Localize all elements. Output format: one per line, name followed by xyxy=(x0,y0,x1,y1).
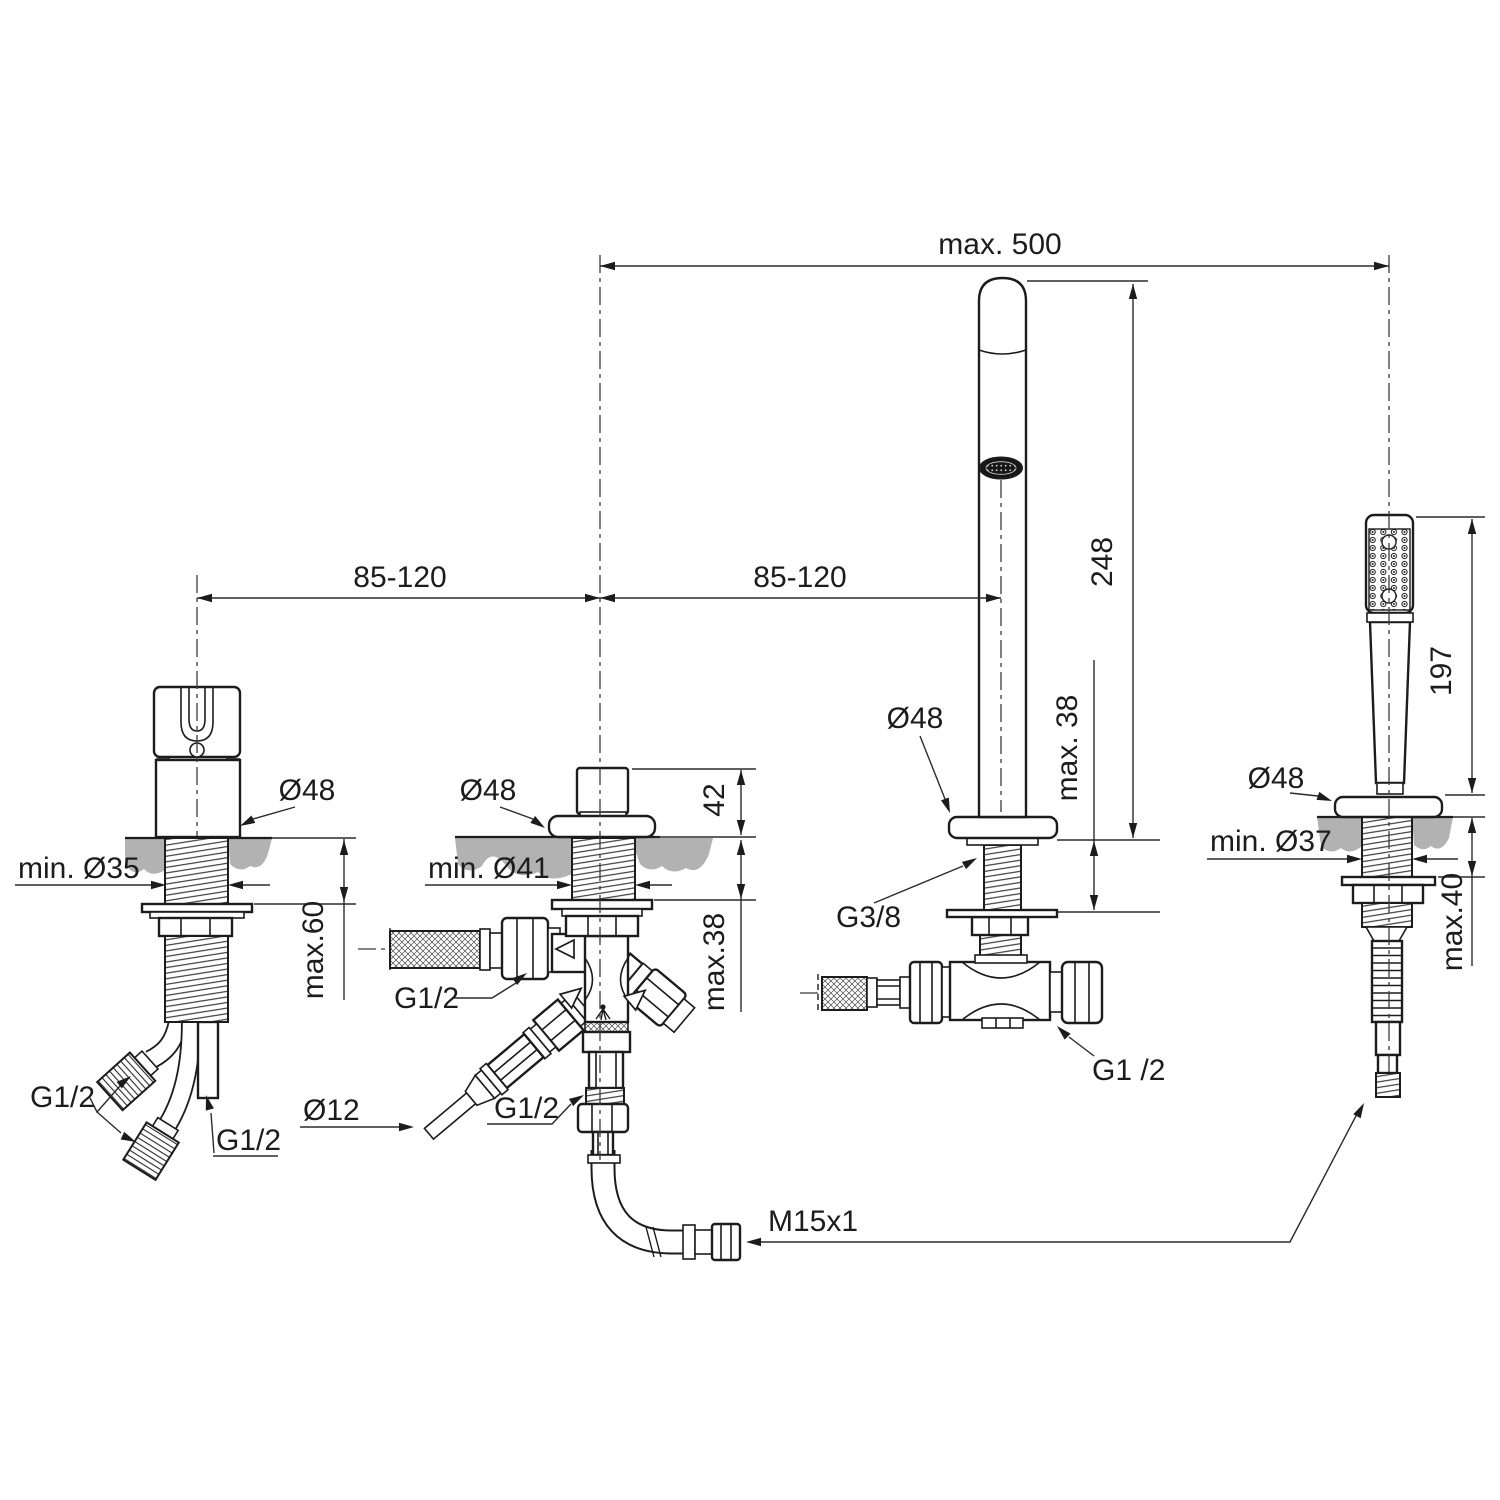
spout-flange xyxy=(947,815,1059,840)
countertop-section xyxy=(635,838,713,872)
label-spout-tee-thread: G1 /2 xyxy=(1092,1054,1165,1087)
label-valve-pipe-thread: G1/2 xyxy=(216,1124,281,1157)
diverter-drawing xyxy=(389,766,742,1262)
dim-spout-below-deck: max. 38 xyxy=(1051,695,1084,802)
threaded-shank xyxy=(571,837,636,901)
label-shower-min-hole: min. Ø37 xyxy=(1210,825,1332,858)
mounting-nut xyxy=(1351,883,1425,905)
countertop-section xyxy=(1412,817,1453,850)
label-diverter-inlet-thread: G1/2 xyxy=(394,982,459,1015)
supply-pipe xyxy=(196,1020,220,1100)
countertop-section xyxy=(455,838,572,879)
diverter-flange xyxy=(547,814,657,839)
countertop-section xyxy=(125,838,165,874)
dim-valve-below-deck: max.60 xyxy=(297,901,330,999)
label-shower-flange-dia: Ø48 xyxy=(1248,762,1305,795)
label-diverter-pipe-dia: Ø12 xyxy=(303,1094,360,1127)
dim-right-spacing: 85-120 xyxy=(753,561,846,594)
hose-thread-end xyxy=(1375,1072,1401,1098)
label-spout-shank-thread: G3/8 xyxy=(836,901,901,934)
centerlines xyxy=(196,255,1390,1160)
dim-spout-height: 248 xyxy=(1086,537,1119,587)
mounting-nut xyxy=(157,916,234,938)
threaded-shank xyxy=(164,935,229,1023)
mounting-nut xyxy=(564,914,640,938)
dim-max-width: max. 500 xyxy=(938,228,1061,261)
aerator xyxy=(979,456,1023,480)
label-diverter-flange-dia: Ø48 xyxy=(460,774,517,807)
threaded-shank xyxy=(164,837,229,905)
dim-diverter-below-deck: max.38 xyxy=(698,913,731,1011)
shower-hose xyxy=(1370,939,1404,1098)
label-diverter-min-hole: min. Ø41 xyxy=(428,852,550,885)
label-valve-min-hole: min. Ø35 xyxy=(18,852,140,885)
spout-drawing xyxy=(817,276,1104,1029)
spout-body xyxy=(977,276,1028,819)
dim-shower-below-deck: max.40 xyxy=(1436,873,1469,971)
handshower-drawing xyxy=(1317,513,1453,1098)
threaded-shank xyxy=(983,844,1022,911)
shutoff-valve-drawing xyxy=(95,685,272,1182)
dim-shower-height: 197 xyxy=(1425,646,1458,696)
label-spout-flange-dia: Ø48 xyxy=(887,702,944,735)
dimension-texts: max. 500 85-120 85-120 248 max. 38 42 ma… xyxy=(18,228,1469,1238)
countertop-section xyxy=(1317,817,1362,852)
dim-diverter-above-deck: 42 xyxy=(698,783,731,816)
hose-connector xyxy=(121,1116,181,1182)
countertop-section xyxy=(228,838,272,870)
label-valve-flange-dia: Ø48 xyxy=(279,774,336,807)
dim-left-spacing: 85-120 xyxy=(353,561,446,594)
label-shower-hose-thread: M15x1 xyxy=(768,1205,858,1238)
mounting-nut xyxy=(970,915,1030,937)
outlet-pipe xyxy=(576,1021,742,1262)
tee-connector xyxy=(817,960,1104,1029)
label-valve-hose-thread: G1/2 xyxy=(30,1081,95,1114)
dimension-lines xyxy=(15,261,1485,1247)
shower-handle xyxy=(1368,620,1412,795)
label-diverter-outlet-thread: G1/2 xyxy=(494,1092,559,1125)
diverter-knob xyxy=(575,766,630,816)
threaded-shank xyxy=(1361,816,1413,878)
inlet-hose xyxy=(389,916,590,981)
valve-body xyxy=(154,758,242,839)
